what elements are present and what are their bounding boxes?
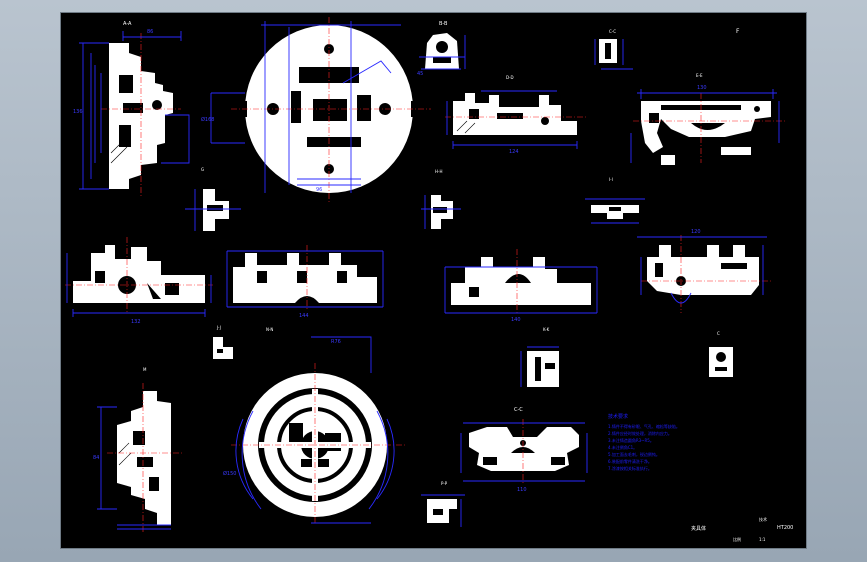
view-row3-c: 140 (444, 249, 598, 323)
title-ratio: 比例 (733, 536, 741, 542)
view-small-row4-left: J-J (213, 325, 233, 359)
svg-text:86: 86 (147, 29, 153, 35)
svg-text:C-C: C-C (514, 407, 523, 413)
svg-text:C: C (717, 331, 720, 336)
view-small-block: C-C (594, 29, 633, 70)
svg-text:I-I: I-I (609, 177, 613, 182)
view-circular-top: Ø168 96 (201, 17, 431, 203)
cad-drawing-viewport[interactable]: A-A 136 86 Ø168 96 (61, 13, 806, 548)
view-bottom-small-block: P-P (421, 481, 465, 527)
svg-text:J-J: J-J (216, 325, 221, 330)
view-bottom-left-vertical: M 84 (93, 367, 183, 533)
tech-note-line: 4.未注倒角C1。 (608, 444, 637, 450)
title-drawing-name: 夹具体 (691, 525, 706, 532)
svg-text:130: 130 (697, 85, 707, 91)
title-block: 夹具体 技术 HT200 比例 1:1 (691, 516, 793, 542)
svg-text:120: 120 (691, 229, 701, 235)
view-row3-a: 132 (65, 237, 213, 325)
view-bottom-section: C-C 110 (460, 407, 588, 493)
title-small-label: 技术 (759, 516, 767, 522)
svg-text:D-D: D-D (506, 75, 514, 80)
tech-note-line: 2.铸件应经时效处理，消除内应力。 (608, 430, 672, 436)
svg-text:C-C: C-C (609, 29, 616, 34)
svg-text:B-B: B-B (439, 21, 448, 27)
svg-text:140: 140 (511, 317, 521, 323)
view-row3-b: 144 (226, 245, 384, 319)
view-small-bracket: B-B 45 (417, 21, 466, 77)
view-bottom-circular: N-N Ø150 R76 (223, 327, 405, 524)
svg-text:84: 84 (93, 455, 99, 461)
svg-text:45: 45 (417, 71, 423, 77)
svg-text:K-K: K-K (543, 327, 550, 332)
svg-text:110: 110 (517, 487, 527, 493)
svg-text:124: 124 (509, 149, 519, 155)
svg-text:E-E: E-E (696, 73, 703, 78)
svg-text:M: M (143, 367, 147, 372)
svg-text:P-P: P-P (441, 481, 448, 486)
view-small-row4-mid: K-K (520, 327, 559, 387)
svg-text:N-N: N-N (266, 327, 273, 332)
tech-note-line: 3.未注铸造圆角R3~R5。 (608, 437, 654, 443)
svg-text:132: 132 (131, 319, 141, 325)
tech-notes-block: 技术要求 1.铸件不得有砂眼、气孔、缩松等缺陷。 2.铸件应经时效处理，消除内应… (608, 413, 680, 471)
svg-text:G: G (201, 167, 204, 172)
cad-drawing-canvas[interactable]: A-A 136 86 Ø168 96 (61, 13, 806, 548)
tech-notes-heading: 技术要求 (608, 413, 628, 420)
tech-note-line: 1.铸件不得有砂眼、气孔、缩松等缺陷。 (608, 423, 680, 429)
tech-note-line: 7.涂漆按相关标准执行。 (608, 465, 652, 471)
view-section-row1-mid: D-D 124 (445, 75, 587, 155)
view-row3-d: 120 (637, 229, 773, 313)
note-top-right: F (736, 28, 740, 35)
title-sheet: 1:1 (759, 537, 766, 542)
svg-text:Ø150: Ø150 (223, 470, 236, 477)
tech-note-line: 5.加工面去毛刺，锐边倒钝。 (608, 451, 660, 457)
view-small-right: I-I (585, 177, 645, 224)
svg-text:Ø168: Ø168 (201, 116, 214, 123)
title-material: HT200 (777, 525, 793, 531)
view-small-left: G (185, 167, 241, 231)
svg-text:H-H: H-H (435, 169, 442, 174)
svg-text:96: 96 (316, 187, 322, 193)
view-small-row4-right: C (709, 331, 733, 377)
view-section-row1-right: E-E 130 (630, 73, 785, 165)
svg-text:136: 136 (73, 109, 83, 115)
view-label-a-a: A-A (123, 21, 132, 27)
tech-note-line: 6.装配前零件清洗干净。 (608, 458, 652, 464)
svg-text:R76: R76 (331, 339, 341, 345)
view-small-mid: H-H (421, 169, 461, 229)
view-left-vertical-section: A-A 136 86 (73, 21, 190, 198)
svg-text:144: 144 (299, 313, 309, 319)
